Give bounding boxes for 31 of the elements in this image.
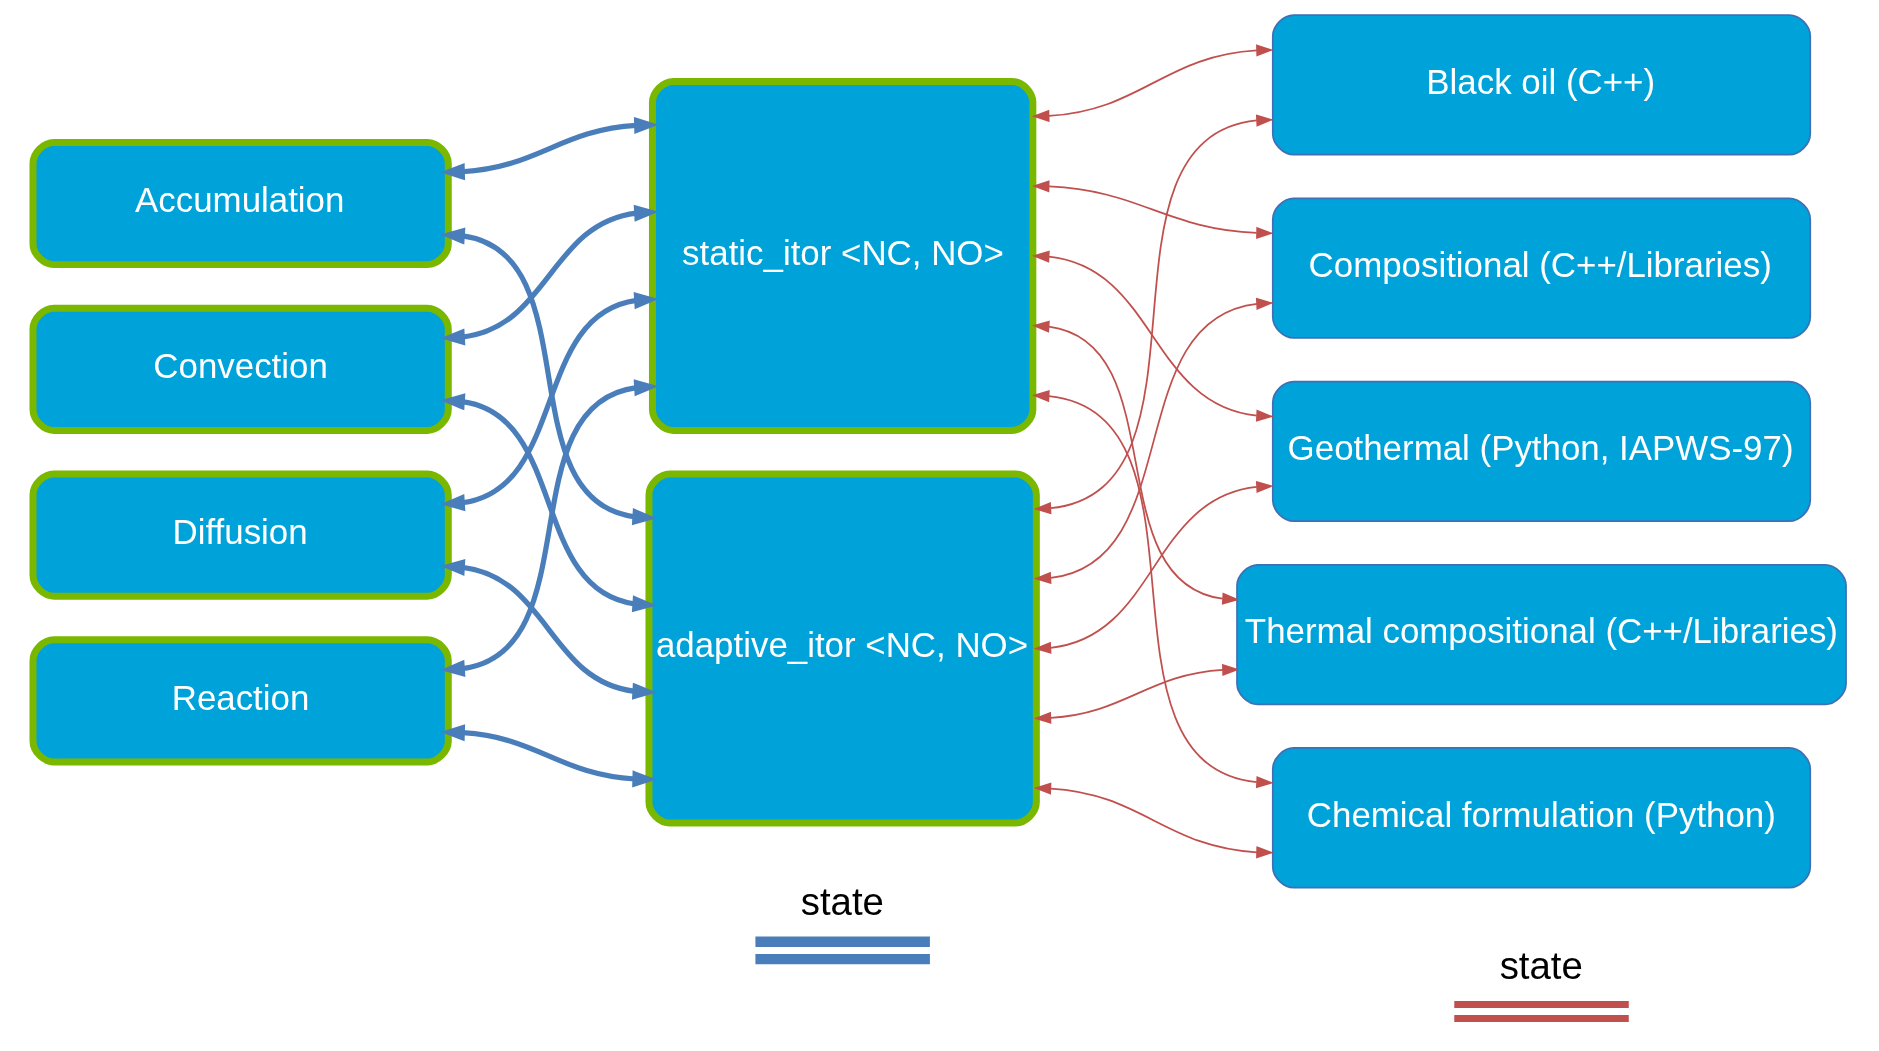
node-box: Compositional (C++/Libraries) bbox=[1271, 197, 1812, 339]
legend-label: state bbox=[1499, 944, 1583, 988]
arrow bbox=[440, 558, 657, 700]
node-box: Accumulation bbox=[29, 139, 452, 269]
arrow bbox=[440, 116, 659, 181]
legend-label: state bbox=[800, 879, 884, 923]
arrow bbox=[440, 379, 659, 677]
arrow bbox=[440, 227, 657, 526]
arrow bbox=[440, 393, 657, 613]
arrow bbox=[1031, 390, 1274, 789]
arrow bbox=[1033, 663, 1240, 724]
arrow bbox=[440, 724, 657, 788]
node-box: static_itor <NC, NO> bbox=[648, 77, 1037, 434]
arrow bbox=[1031, 250, 1274, 422]
arrow bbox=[1031, 320, 1240, 605]
node-box: Diffusion bbox=[29, 470, 452, 600]
node-box: Chemical formulation (Python) bbox=[1271, 747, 1812, 889]
arrow bbox=[1033, 782, 1274, 859]
node-box: Reaction bbox=[29, 636, 452, 766]
node-box: Geothermal (Python, IAPWS-97) bbox=[1271, 380, 1812, 522]
arrow bbox=[1033, 480, 1274, 654]
node-box: Black oil (C++) bbox=[1271, 14, 1812, 156]
arrow bbox=[1033, 297, 1274, 584]
arrow bbox=[1031, 180, 1274, 239]
arrow bbox=[1031, 44, 1274, 122]
arrow bbox=[440, 204, 659, 346]
node-box: adaptive_itor <NC, NO> bbox=[645, 470, 1040, 827]
arrow bbox=[440, 292, 659, 512]
node-box: Convection bbox=[29, 304, 452, 434]
arrow bbox=[1033, 114, 1274, 515]
node-box: Thermal compositional (C++/Libraries) bbox=[1236, 563, 1847, 706]
